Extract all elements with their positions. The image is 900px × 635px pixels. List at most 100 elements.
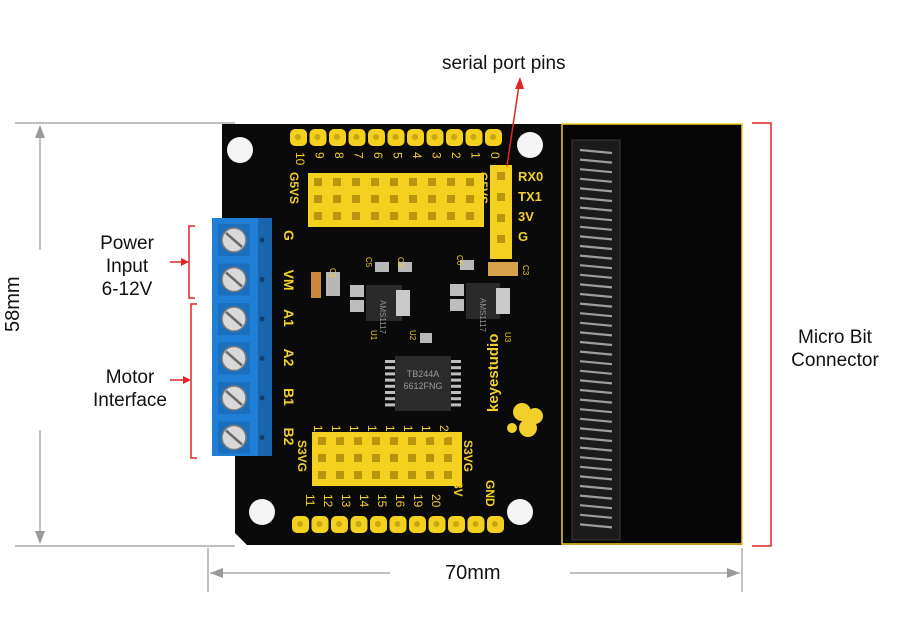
bottom-pin-number-top: 13 xyxy=(347,425,361,439)
header-pin xyxy=(390,195,398,203)
component-ref: U2 xyxy=(408,330,417,341)
bottom-pin-number: 15 xyxy=(375,494,389,508)
terminal-label: A2 xyxy=(281,349,297,367)
header-pin xyxy=(466,195,474,203)
header-pin xyxy=(408,471,416,479)
regulator-right xyxy=(450,283,510,319)
terminal-hole xyxy=(259,395,265,401)
header-pin xyxy=(371,195,379,203)
header-pin xyxy=(371,178,379,186)
connector-pin xyxy=(579,340,613,347)
header-pin xyxy=(408,454,416,462)
top-pin-number: 8 xyxy=(332,152,346,159)
motor-interface-label: Motor Interface xyxy=(78,366,182,412)
power-input-line-3: 6-12V xyxy=(101,279,153,300)
bottom-pin-number-top: 16 xyxy=(401,425,415,439)
header-pin xyxy=(336,454,344,462)
chip-leg xyxy=(385,403,395,407)
screw-slot xyxy=(225,429,243,446)
serial-pin xyxy=(497,214,505,222)
serial-label: TX1 xyxy=(518,189,542,204)
header-pin-hole xyxy=(451,134,457,140)
micro-bit-connector-label: Micro Bit Connector xyxy=(780,326,890,372)
header-pin-hole xyxy=(316,521,323,527)
serial-pin xyxy=(497,172,505,180)
connector-pin xyxy=(579,216,613,222)
regulator-left xyxy=(350,285,410,321)
header-pin-hole xyxy=(431,134,438,140)
height-dimension-lines xyxy=(15,122,235,547)
header-pin-hole xyxy=(334,134,340,140)
header-pin xyxy=(409,195,417,203)
terminal-label: VM xyxy=(281,270,297,291)
chip-leg xyxy=(451,372,461,376)
header-pin xyxy=(408,437,416,445)
connector-pin xyxy=(579,360,613,366)
chip-leg xyxy=(385,372,395,376)
mounting-hole xyxy=(227,137,253,163)
serial-port-pins-label: serial port pins xyxy=(442,53,566,74)
connector-pin xyxy=(579,446,613,452)
height-dimension-label: 58mm xyxy=(2,276,24,332)
component-ref: C3 xyxy=(521,265,530,276)
motor-interface-line-1: Motor xyxy=(105,367,155,388)
header-pin-hole xyxy=(492,521,498,527)
header-pin xyxy=(372,471,380,479)
header-pin-hole xyxy=(433,521,440,527)
brand-logo-mark xyxy=(507,403,543,437)
header-pin-hole xyxy=(295,134,301,140)
micro-bit-bracket xyxy=(752,122,772,547)
serial-label: RX0 xyxy=(518,169,543,184)
top-side-label-right: G5VS xyxy=(476,172,490,204)
bottom-pin-number: 19 xyxy=(411,494,425,508)
header-pin xyxy=(447,212,455,220)
header-pin xyxy=(390,454,398,462)
micro-bit-edge-connector xyxy=(571,139,621,541)
regulator-marking-left: AMS1117 xyxy=(378,300,387,334)
serial-label: 3V xyxy=(518,209,534,224)
connector-pin xyxy=(579,350,613,356)
top-pin-number: 5 xyxy=(391,152,405,159)
connector-pin xyxy=(579,504,613,510)
connector-pin xyxy=(579,235,613,241)
capacitors xyxy=(311,260,518,343)
terminal-label: A1 xyxy=(281,309,297,327)
header-pin-hole xyxy=(490,134,496,140)
bottom-pin-number: 12 xyxy=(321,494,335,508)
bottom-pin-number: 11 xyxy=(303,494,317,507)
chip-leg xyxy=(385,391,395,394)
header-pin xyxy=(444,454,452,462)
connector-pin xyxy=(579,321,613,327)
driver-chip-marking-2: 6612FNG xyxy=(403,381,442,391)
header-pin xyxy=(314,178,322,186)
header-pin xyxy=(354,454,362,462)
connector-pin xyxy=(579,158,613,164)
top-side-label-left: G5VS xyxy=(287,172,301,204)
connector-pin xyxy=(579,283,613,289)
top-pin-number: 4 xyxy=(410,152,424,159)
power-input-label: Power Input 6-12V xyxy=(82,232,172,301)
driver-chip: TB244A 6612FNG xyxy=(385,356,461,411)
connector-pin xyxy=(579,427,613,433)
width-dimension-label: 70mm xyxy=(445,562,501,584)
serial-label: G xyxy=(518,229,528,244)
header-pin xyxy=(336,471,344,479)
header-pin xyxy=(390,471,398,479)
terminal-hole xyxy=(259,435,265,440)
chip-leg xyxy=(451,360,461,363)
chip-leg xyxy=(451,366,461,370)
header-pin xyxy=(354,471,362,479)
chip-leg xyxy=(451,391,461,394)
header-pin xyxy=(390,178,398,186)
header-pin xyxy=(336,437,344,445)
bottom-edge-label-3v: 3V xyxy=(451,482,465,497)
header-pin-hole xyxy=(392,134,399,140)
header-pin xyxy=(333,178,341,186)
connector-pin xyxy=(579,388,613,395)
screw-slot xyxy=(225,390,243,406)
bottom-pin-header xyxy=(292,516,504,533)
connector-pin xyxy=(579,398,613,404)
connector-pin xyxy=(579,408,613,414)
header-pin xyxy=(447,178,455,186)
